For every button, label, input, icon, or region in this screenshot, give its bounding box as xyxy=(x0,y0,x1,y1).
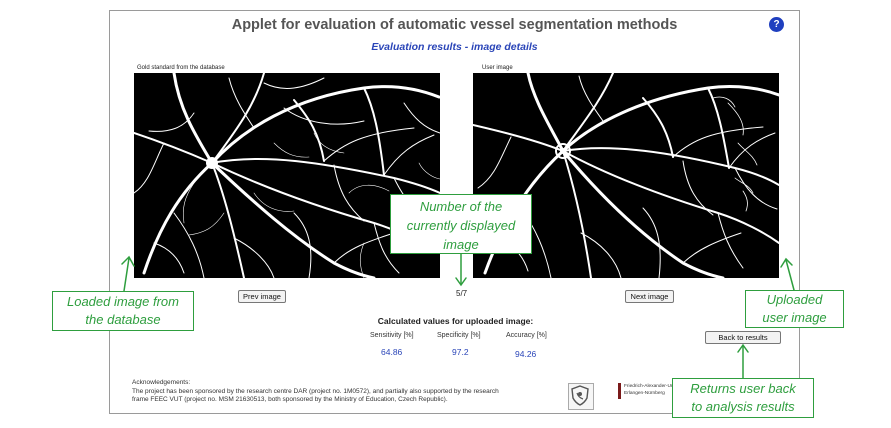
callout-returns: Returns user back to analysis results xyxy=(672,378,814,418)
ack-heading: Acknowledgements: xyxy=(132,379,191,386)
gold-standard-label: Gold standard from the database xyxy=(137,65,225,71)
sensitivity-value: 64.86 xyxy=(381,347,403,357)
back-to-results-button[interactable]: Back to results xyxy=(705,331,781,344)
acknowledgements: Acknowledgements: The project has been s… xyxy=(132,379,572,405)
sensitivity-label: Sensitivity [%] xyxy=(370,332,414,339)
user-image-label: User image xyxy=(482,65,513,71)
image-counter: 5/7 xyxy=(456,289,468,298)
fau-logo-bar xyxy=(618,383,621,399)
accuracy-label: Accuracy [%] xyxy=(506,332,547,339)
gold-standard-image xyxy=(134,73,440,278)
specificity-label: Specificity [%] xyxy=(437,332,481,339)
accuracy-value: 94.26 xyxy=(515,349,537,359)
arrow-icon xyxy=(785,259,795,291)
page-subtitle: Evaluation results - image details xyxy=(371,41,538,53)
ack-line-1: The project has been sponsored by the re… xyxy=(132,387,499,395)
fau-logo-line-1: Friedrich-Alexander-Uni xyxy=(624,384,675,389)
callout-image-number: Number of the currently displayed image xyxy=(390,194,532,254)
arrow-icon xyxy=(123,257,130,292)
fau-logo: Friedrich-Alexander-Uni Erlangen-Nürnber… xyxy=(618,383,692,399)
fau-logo-line-2: Erlangen-Nürnberg xyxy=(624,391,665,396)
shield-logo-icon xyxy=(568,383,594,410)
prev-image-button[interactable]: Prev image xyxy=(238,290,286,303)
next-image-button[interactable]: Next image xyxy=(625,290,674,303)
ack-line-2: frame FEEC VUT (project no. MSM 21630513… xyxy=(132,396,448,403)
arrow-icon xyxy=(455,277,467,287)
page-title: Applet for evaluation of automatic vesse… xyxy=(231,17,678,33)
arrow-icon xyxy=(737,343,749,353)
arrow-icon xyxy=(121,255,135,267)
help-icon[interactable]: ? xyxy=(769,17,784,32)
specificity-value: 97.2 xyxy=(452,347,469,357)
callout-loaded-image: Loaded image from the database xyxy=(52,291,194,331)
metrics-title: Calculated values for uploaded image: xyxy=(377,316,534,326)
arrow-icon xyxy=(780,257,793,268)
applet-frame: Applet for evaluation of automatic vesse… xyxy=(109,10,800,414)
